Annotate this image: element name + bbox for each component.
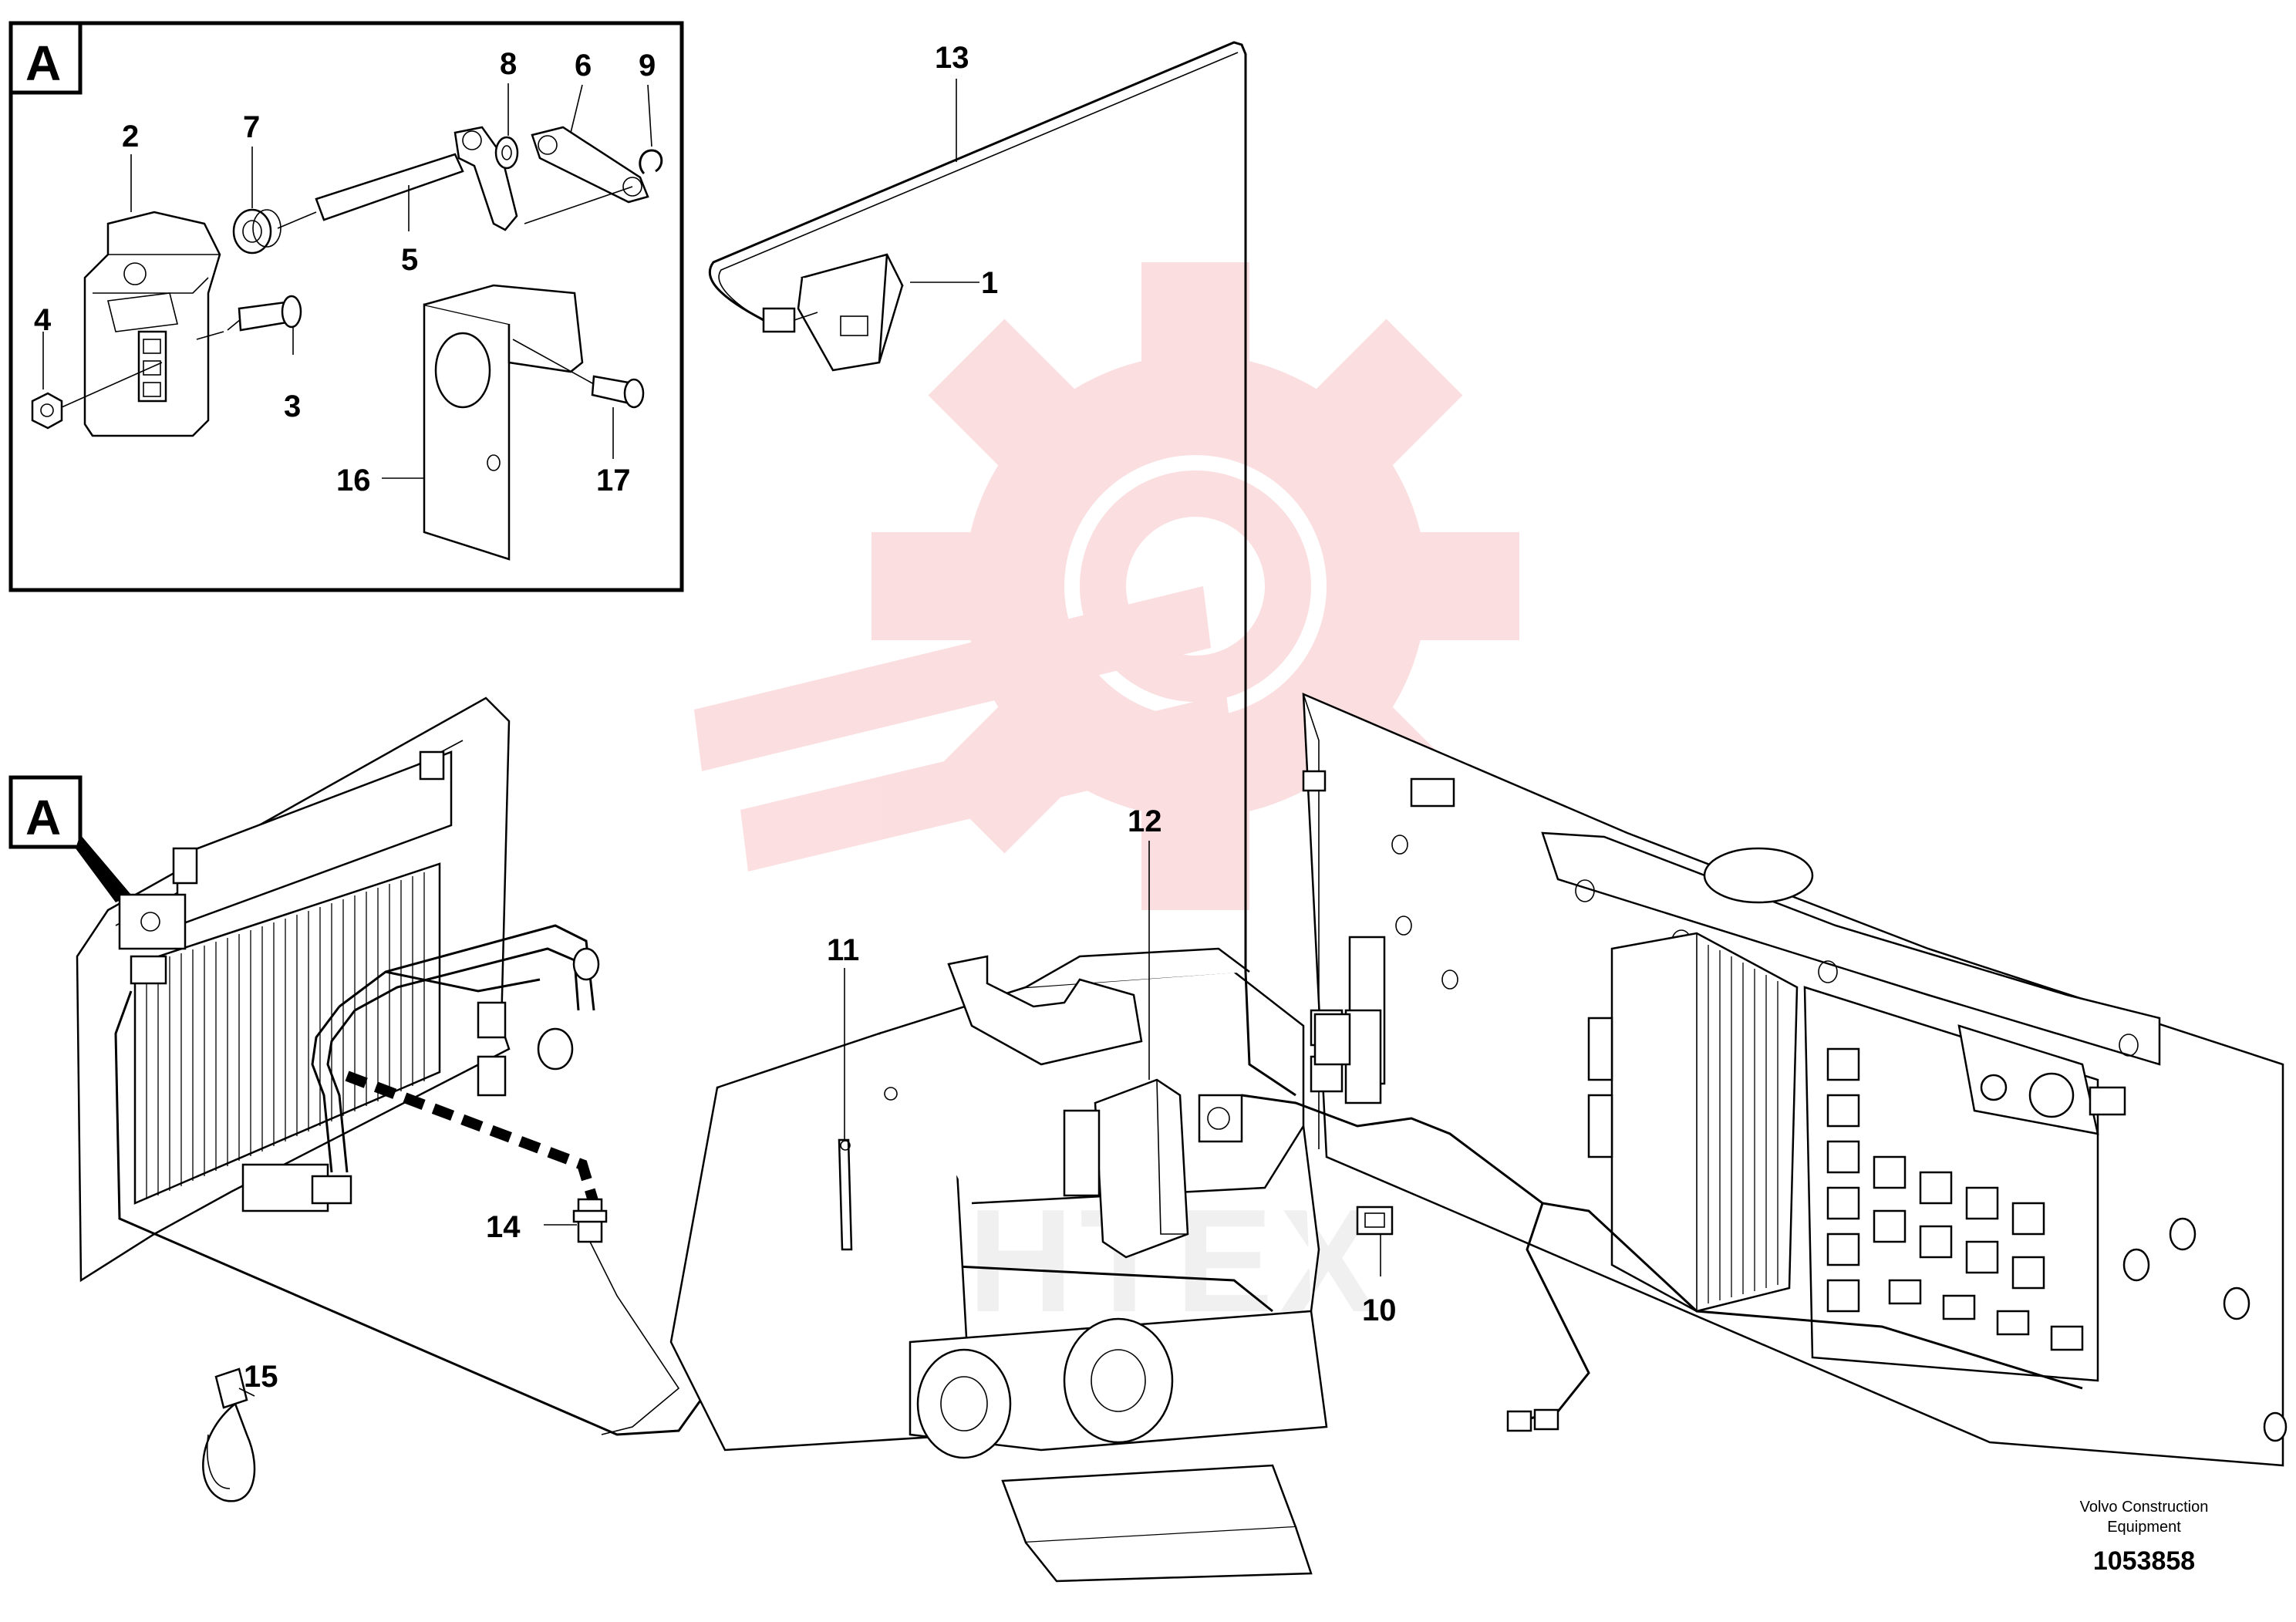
callout-10: 10 [1362,1293,1397,1327]
callout-12: 12 [1128,804,1162,838]
callout-6: 6 [575,49,592,83]
nut-part [31,362,163,430]
control-module-part [1063,1078,1243,1259]
inset-ref-box [8,21,83,95]
harness-13-second-strand [718,52,1239,329]
callout-15: 15 [244,1360,278,1394]
drawing-number: 1053858 [2093,1546,2195,1576]
heater-panel-left [76,696,511,1283]
bolt-part [512,339,645,409]
connector-socket-part [1356,1206,1394,1236]
bracket-part [423,284,584,561]
sensor-cable-dashed [345,1071,599,1206]
mounting-bracket [947,955,1143,1066]
callout-1: 1 [981,266,998,300]
footer-company-line1: Volvo Construction [2080,1499,2209,1516]
grommet-part [232,208,282,255]
harness-clip-part [838,1138,853,1251]
relay-grid [1826,1047,2084,1351]
coolant-pipes [241,924,600,1212]
cable-tie-part [202,1367,256,1502]
temperature-sensor-part [572,1198,608,1243]
relay-fuse-panel [1302,693,2288,1467]
footer-company-line2: Equipment [2107,1519,2181,1536]
main-ref-a: A [8,775,131,902]
drawing-footer: Volvo Construction Equipment 1053858 [2080,1499,2209,1576]
main-leader-lines [238,79,1381,1397]
circlip-part [639,149,663,175]
lever-rod-part [277,126,518,231]
main-ref-letter: A [25,790,61,845]
callout-2: 2 [122,120,139,153]
inset-leader-lines [42,83,652,479]
callout-14: 14 [486,1210,521,1244]
panel-connector-block [1344,1009,1382,1104]
sensor-wire [589,1241,680,1435]
rocker-switch-part [762,253,904,372]
callout-16: 16 [336,464,371,497]
actuator-motor-part [83,211,221,437]
callout-4: 4 [34,303,52,337]
callout-3: 3 [284,389,301,423]
loose-connector [1506,1408,1559,1432]
washer-part [494,136,519,170]
inset-ref-letter: A [25,35,61,91]
harness-lower-left [114,990,1273,1436]
ecu-fins [1708,945,1778,1303]
callout-13: 13 [935,41,969,75]
harness-to-panel [1241,1094,2083,1390]
radiator-fins [146,872,425,1199]
callout-9: 9 [639,49,656,83]
callout-17: 17 [596,464,631,497]
screw-part [196,295,302,340]
callout-11: 11 [827,933,859,967]
callout-8: 8 [500,47,517,81]
detail-inset-a: A [8,21,684,592]
callout-5: 5 [401,243,418,277]
link-part [524,126,649,224]
watermark-gear-logo [694,262,1519,910]
callout-7: 7 [243,110,260,144]
